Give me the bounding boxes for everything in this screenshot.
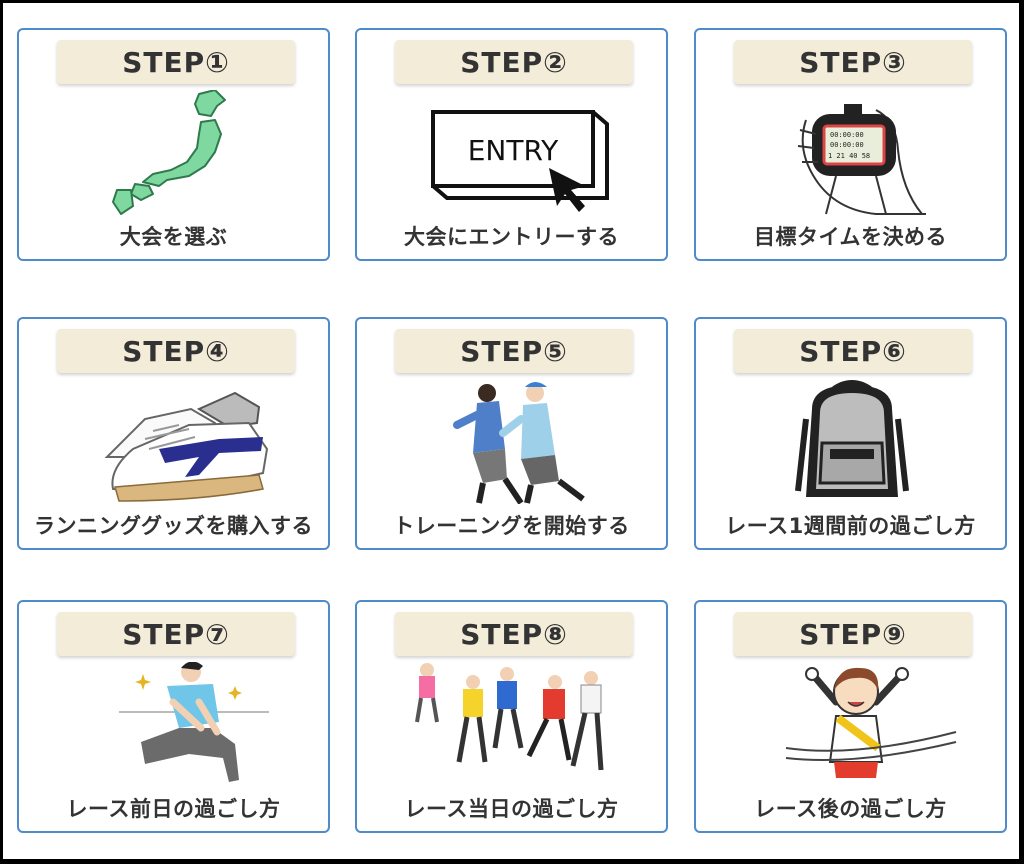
step-card-7[interactable]: STEP⑦ レース前日の過ごし方 bbox=[17, 600, 330, 833]
step-label: レース前日の過ごし方 bbox=[66, 797, 281, 821]
step-title: STEP⑧ bbox=[395, 612, 633, 656]
japan-map-icon bbox=[49, 90, 302, 215]
svg-text:1 21 40 58: 1 21 40 58 bbox=[828, 152, 870, 160]
step-card-5[interactable]: STEP⑤ トレーニングを開始する bbox=[355, 317, 668, 550]
finish-line-icon bbox=[726, 662, 979, 787]
step-card-3[interactable]: STEP③ 00:00:00 00:00:00 1 21 40 58 目標タイム… bbox=[694, 28, 1007, 261]
step-title: STEP② bbox=[395, 40, 633, 84]
step-title: STEP③ bbox=[734, 40, 972, 84]
step-card-1[interactable]: STEP① 大会を選ぶ bbox=[17, 28, 330, 261]
step-label: トレーニングを開始する bbox=[393, 514, 630, 538]
entry-text: ENTRY bbox=[468, 134, 559, 167]
step-label: 大会を選ぶ bbox=[119, 225, 228, 249]
runners-training-icon bbox=[387, 379, 640, 504]
step-card-8[interactable]: STEP⑧ bbox=[355, 600, 668, 833]
svg-text:00:00:00: 00:00:00 bbox=[830, 131, 864, 139]
backpack-icon bbox=[726, 379, 979, 504]
step-card-6[interactable]: STEP⑥ レース1週間前の過ごし方 bbox=[694, 317, 1007, 550]
entry-button-icon: ENTRY bbox=[387, 90, 640, 215]
step-grid: STEP① 大会を選ぶ STEP② ENTRY bbox=[3, 3, 1019, 859]
step-card-4[interactable]: STEP④ ランニンググッズを購入する bbox=[17, 317, 330, 550]
stretching-icon bbox=[49, 662, 302, 787]
step-card-2[interactable]: STEP② ENTRY 大会にエントリーする bbox=[355, 28, 668, 261]
step-title: STEP④ bbox=[57, 329, 295, 373]
step-label: レース当日の過ごし方 bbox=[404, 797, 619, 821]
step-title: STEP⑦ bbox=[57, 612, 295, 656]
step-card-9[interactable]: STEP⑨ レース後の過ごし方 bbox=[694, 600, 1007, 833]
running-shoes-icon bbox=[49, 379, 302, 504]
step-label: 大会にエントリーする bbox=[404, 225, 619, 249]
stopwatch-icon: 00:00:00 00:00:00 1 21 40 58 bbox=[726, 90, 979, 215]
step-label: ランニンググッズを購入する bbox=[33, 514, 314, 538]
step-label: レース後の過ごし方 bbox=[754, 797, 947, 821]
svg-text:00:00:00: 00:00:00 bbox=[830, 141, 864, 149]
step-title: STEP⑥ bbox=[734, 329, 972, 373]
step-label: 目標タイムを決める bbox=[753, 225, 948, 249]
step-title: STEP⑨ bbox=[734, 612, 972, 656]
marathon-runners-icon bbox=[387, 662, 640, 787]
step-title: STEP⑤ bbox=[395, 329, 633, 373]
step-title: STEP① bbox=[57, 40, 295, 84]
step-label: レース1週間前の過ごし方 bbox=[725, 514, 976, 538]
